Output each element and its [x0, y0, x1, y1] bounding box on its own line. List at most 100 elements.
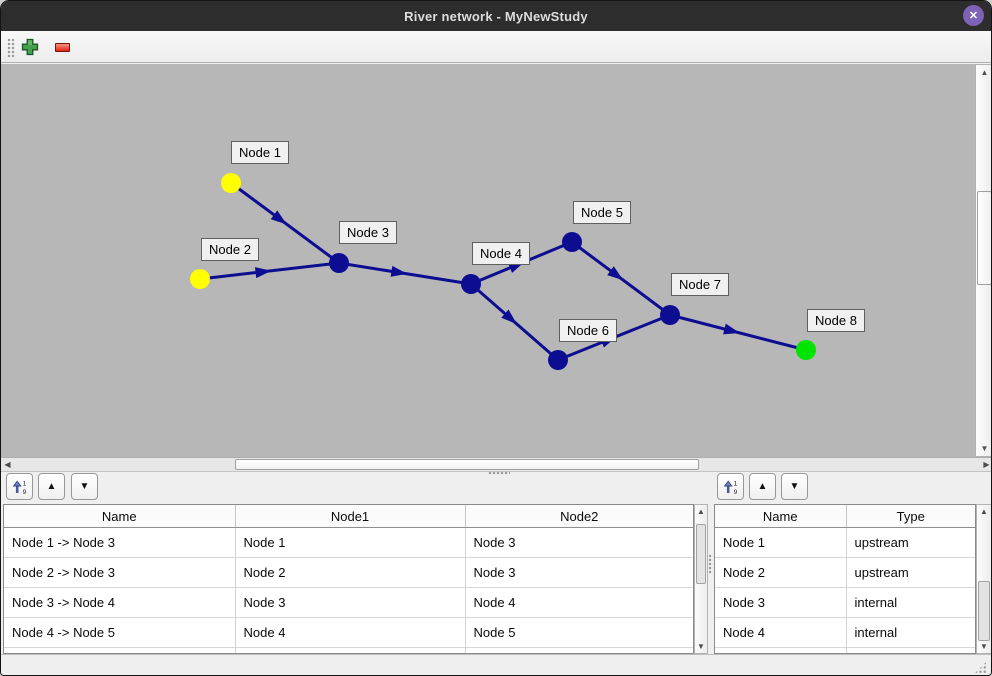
- canvas-vscrollbar[interactable]: ▲ ▼: [975, 64, 991, 457]
- scroll-up-icon[interactable]: ▲: [980, 506, 988, 516]
- canvas-vscroll-thumb[interactable]: [977, 191, 991, 285]
- flow-direction-arrow-icon: [723, 323, 740, 335]
- scroll-right-icon[interactable]: ▶: [983, 460, 990, 469]
- branches-scroll-thumb[interactable]: [696, 524, 706, 584]
- minus-icon: [54, 42, 70, 52]
- close-button[interactable]: ✕: [963, 5, 984, 26]
- node-label[interactable]: Node 2: [201, 238, 259, 261]
- network-canvas[interactable]: Node 1 Node 2 Node 3 Node 4 Node 5 Node 6 Node…: [1, 64, 975, 457]
- table-cell[interactable]: Node 3: [715, 587, 847, 618]
- delete-button[interactable]: [50, 35, 74, 59]
- node-label[interactable]: Node 6: [559, 319, 617, 342]
- table-cell[interactable]: upstream: [846, 557, 975, 588]
- canvas-hscroll-thumb[interactable]: [235, 459, 699, 470]
- network-node[interactable]: [221, 173, 241, 193]
- plus-icon: [21, 38, 39, 56]
- table-cell[interactable]: Node 3: [465, 527, 693, 558]
- close-icon: ✕: [968, 10, 979, 22]
- table-cell[interactable]: [846, 647, 975, 653]
- branches-sort-button[interactable]: 1 9: [6, 473, 33, 500]
- table-cell[interactable]: Node 3 -> Node 4: [4, 587, 236, 618]
- table-cell[interactable]: Node 5: [465, 617, 693, 648]
- node-label[interactable]: Node 3: [339, 221, 397, 244]
- table-cell[interactable]: Node 3: [235, 587, 466, 618]
- network-node[interactable]: [796, 340, 816, 360]
- nodes-move-up-button[interactable]: ▲: [749, 473, 776, 500]
- table-cell[interactable]: Node 1: [715, 527, 847, 558]
- sort-ascending-icon: 1 9: [723, 480, 737, 495]
- table-cell[interactable]: [715, 647, 847, 653]
- scroll-down-icon[interactable]: ▼: [697, 641, 705, 651]
- canvas-hscrollbar[interactable]: ◀ ▶: [1, 457, 991, 472]
- table-cell[interactable]: Node 4: [715, 617, 847, 648]
- branches-move-down-button[interactable]: ▼: [71, 473, 98, 500]
- network-node[interactable]: [190, 269, 210, 289]
- svg-text:9: 9: [733, 489, 737, 495]
- svg-text:9: 9: [22, 489, 26, 495]
- table-cell[interactable]: Node 2: [715, 557, 847, 588]
- nodes-move-down-button[interactable]: ▼: [781, 473, 808, 500]
- column-header[interactable]: Node2: [465, 505, 693, 528]
- table-cell[interactable]: Node 2: [235, 557, 466, 588]
- scroll-down-icon[interactable]: ▼: [980, 443, 989, 453]
- toolbar-drag-handle[interactable]: [7, 38, 15, 57]
- table-cell[interactable]: Node 4: [235, 617, 466, 648]
- column-header[interactable]: Node1: [235, 505, 466, 528]
- table-cell[interactable]: Node 3: [465, 557, 693, 588]
- table-cell[interactable]: [235, 647, 466, 653]
- nodes-table-vscrollbar[interactable]: ▲ ▼: [976, 504, 991, 654]
- branch-row[interactable]: [4, 647, 693, 653]
- table-cell[interactable]: [4, 647, 236, 653]
- window-resize-grip[interactable]: [974, 661, 987, 674]
- titlebar[interactable]: River network - MyNewStudy ✕: [1, 1, 991, 31]
- table-cell[interactable]: internal: [846, 587, 975, 618]
- splitter-row: 1 9 ▲ ▼ 1 9 ▲ ▼: [1, 471, 991, 504]
- column-header[interactable]: Name: [715, 505, 847, 528]
- scroll-left-icon[interactable]: ◀: [4, 460, 11, 469]
- branches-move-up-button[interactable]: ▲: [38, 473, 65, 500]
- network-node[interactable]: [461, 274, 481, 294]
- network-node[interactable]: [329, 253, 349, 273]
- node-label[interactable]: Node 7: [671, 273, 729, 296]
- network-node[interactable]: [548, 350, 568, 370]
- table-cell[interactable]: Node 4: [465, 587, 693, 618]
- nodes-scroll-thumb[interactable]: [978, 581, 990, 641]
- table-cell[interactable]: upstream: [846, 527, 975, 558]
- scroll-up-icon[interactable]: ▲: [697, 506, 705, 516]
- column-header[interactable]: Name: [4, 505, 236, 528]
- scroll-up-icon[interactable]: ▲: [980, 67, 989, 77]
- node-label[interactable]: Node 1: [231, 141, 289, 164]
- table-cell[interactable]: Node 4 -> Node 5: [4, 617, 236, 648]
- nodes-sort-button[interactable]: 1 9: [717, 473, 744, 500]
- horizontal-splitter-handle[interactable]: [488, 471, 510, 475]
- network-node[interactable]: [660, 305, 680, 325]
- branches-table-vscrollbar[interactable]: ▲ ▼: [694, 504, 708, 654]
- up-triangle-icon: ▲: [757, 480, 768, 492]
- node-label[interactable]: Node 4: [472, 242, 530, 265]
- node-label[interactable]: Node 8: [807, 309, 865, 332]
- node-label[interactable]: Node 5: [573, 201, 631, 224]
- table-cell[interactable]: Node 1: [235, 527, 466, 558]
- table-cell[interactable]: Node 2 -> Node 3: [4, 557, 236, 588]
- flow-direction-arrow-icon: [254, 267, 272, 279]
- column-header[interactable]: Type: [846, 505, 975, 528]
- network-node[interactable]: [562, 232, 582, 252]
- add-button[interactable]: [18, 35, 42, 59]
- table-cell[interactable]: Node 1 -> Node 3: [4, 527, 236, 558]
- scroll-down-icon[interactable]: ▼: [980, 641, 988, 651]
- down-triangle-icon: ▼: [789, 480, 800, 492]
- table-cell[interactable]: internal: [846, 617, 975, 648]
- node-row[interactable]: [715, 647, 975, 653]
- table-cell[interactable]: [465, 647, 693, 653]
- vertical-splitter-handle[interactable]: [708, 554, 713, 574]
- down-triangle-icon: ▼: [79, 480, 90, 492]
